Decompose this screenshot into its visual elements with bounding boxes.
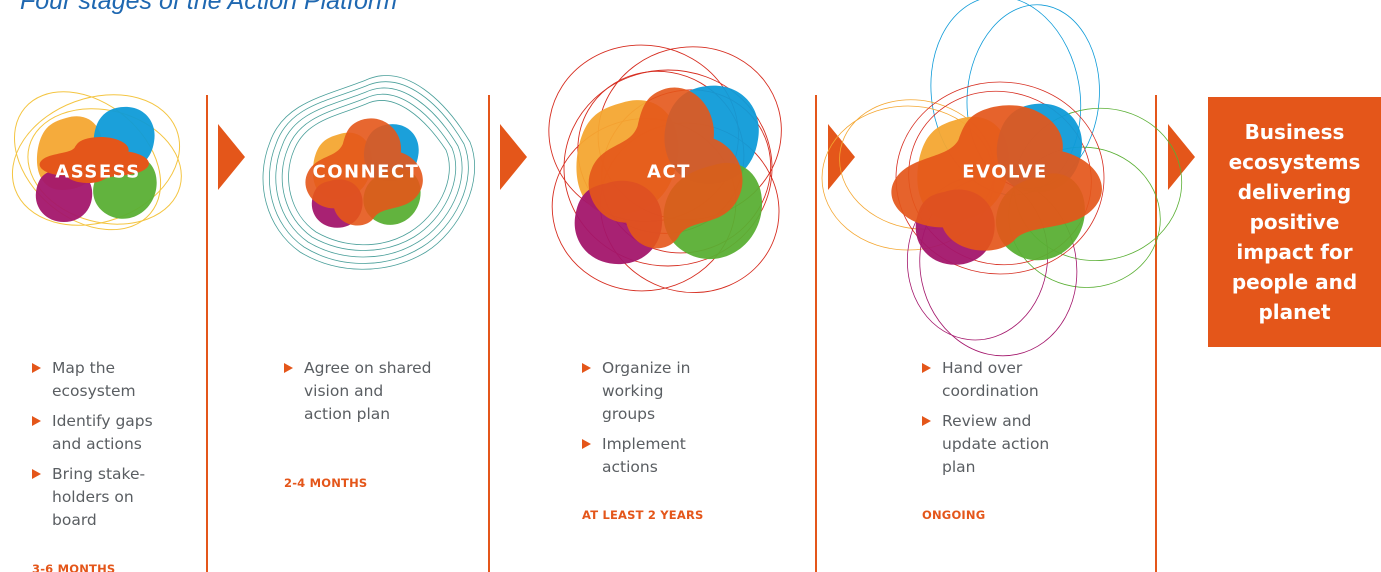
connect-bullet-list: Agree on shared vision and action plan xyxy=(284,357,434,433)
list-item: Map the ecosystem xyxy=(32,357,182,403)
evolve-emblem xyxy=(821,0,1183,357)
list-item: Hand over coordination xyxy=(922,357,1077,403)
stage-label-act: ACT xyxy=(647,161,691,183)
stage-divider xyxy=(1155,95,1157,572)
bullet-arrow-icon xyxy=(582,439,591,449)
bullet-arrow-icon xyxy=(582,363,591,373)
list-item: Review and update action plan xyxy=(922,410,1077,479)
list-item: Agree on shared vision and action plan xyxy=(284,357,434,426)
duration-act: AT LEAST 2 YEARS xyxy=(582,508,704,522)
duration-assess: 3-6 MONTHS xyxy=(32,562,116,572)
stage-arrow-icon xyxy=(500,124,527,190)
stage-divider xyxy=(488,95,490,572)
stage-arrow-icon xyxy=(218,124,245,190)
assess-bullet-list: Map the ecosystem Identify gaps and acti… xyxy=(32,357,182,539)
stage-arrow-icon xyxy=(1168,124,1195,190)
list-item: Implement actions xyxy=(582,433,712,479)
page-title: Four stages of the Action Platform xyxy=(20,0,398,15)
stage-divider xyxy=(206,95,208,572)
duration-connect: 2-4 MONTHS xyxy=(284,476,368,490)
bullet-arrow-icon xyxy=(32,363,41,373)
bullet-arrow-icon xyxy=(32,469,41,479)
stage-label-evolve: EVOLVE xyxy=(962,161,1048,183)
stage-divider xyxy=(815,95,817,572)
bullet-arrow-icon xyxy=(284,363,293,373)
stage-label-assess: ASSESS xyxy=(55,161,141,183)
outcome-box: Business ecosystems delivering positive … xyxy=(1208,97,1381,347)
list-item: Identify gaps and actions xyxy=(32,410,182,456)
list-item: Bring stake-holders on board xyxy=(32,463,182,532)
act-bullet-list: Organize in working groups Implement act… xyxy=(582,357,712,486)
stage-arrow-icon xyxy=(828,124,855,190)
stage-label-connect: CONNECT xyxy=(312,161,420,183)
list-item: Organize in working groups xyxy=(582,357,712,426)
evolve-bullet-list: Hand over coordination Review and update… xyxy=(922,357,1077,486)
bullet-arrow-icon xyxy=(922,416,931,426)
duration-evolve: ONGOING xyxy=(922,508,986,522)
bullet-arrow-icon xyxy=(922,363,931,373)
bullet-arrow-icon xyxy=(32,416,41,426)
outcome-text: Business ecosystems delivering positive … xyxy=(1228,120,1361,324)
